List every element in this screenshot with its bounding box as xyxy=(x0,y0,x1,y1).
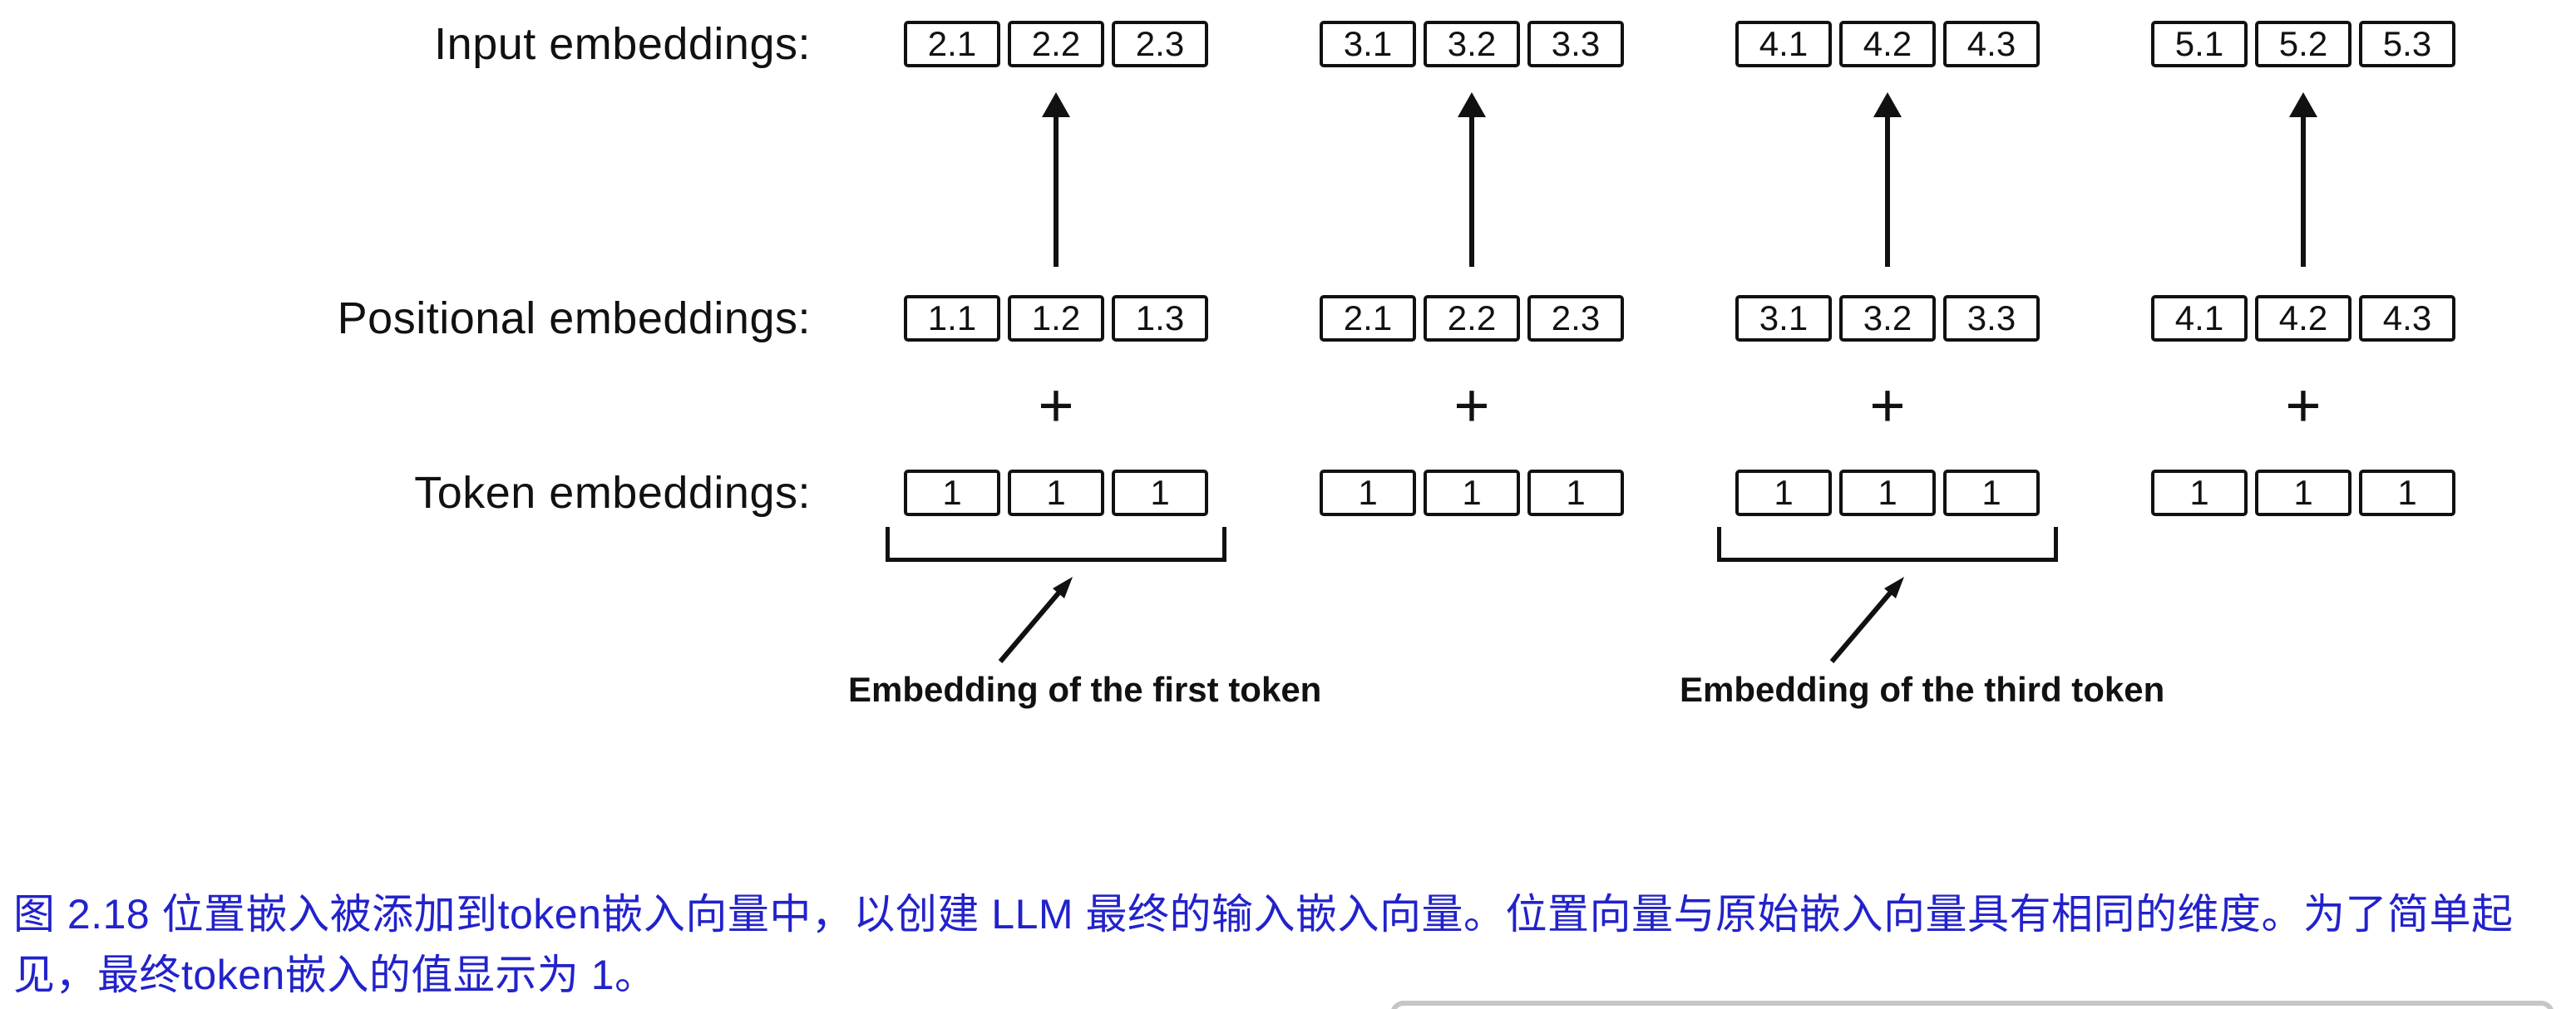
embedding-value-box: 3.1 xyxy=(1735,295,1832,342)
embedding-value-box: 5.1 xyxy=(2151,21,2248,67)
embedding-value-box: 1 xyxy=(1735,470,1832,516)
embedding-value-box: 5.3 xyxy=(2359,21,2455,67)
plus-operator: + xyxy=(1038,371,1074,440)
underbrace xyxy=(1717,527,2058,562)
embedding-value-box: 1 xyxy=(1527,470,1624,516)
annotation-arrows-row xyxy=(0,572,2576,670)
embedding-value-box: 1 xyxy=(1943,470,2040,516)
embedding-value-box: 1.1 xyxy=(904,295,1000,342)
embedding-value-box: 2.2 xyxy=(1008,21,1104,67)
embedding-value-box: 4.2 xyxy=(1839,21,1936,67)
embedding-value-box: 3.3 xyxy=(1943,295,2040,342)
embedding-value-box: 2.3 xyxy=(1112,21,1208,67)
annotation-arrow-icon xyxy=(1829,577,1904,663)
positional-embeddings-label: Positional embeddings: xyxy=(337,293,811,343)
embedding-value-box: 1 xyxy=(1112,470,1208,516)
plus-operators-row: + + + + xyxy=(0,344,2576,467)
embedding-value-box: 5.2 xyxy=(2255,21,2351,67)
input-embeddings-label: Input embeddings: xyxy=(434,19,811,69)
embedding-value-box: 1.3 xyxy=(1112,295,1208,342)
annotation-arrow-icon xyxy=(998,577,1073,663)
embedding-value-box: 1 xyxy=(1008,470,1104,516)
plus-operator: + xyxy=(2285,371,2322,440)
embedding-value-box: 1 xyxy=(2151,470,2248,516)
plus-operator: + xyxy=(1453,371,1490,440)
embedding-value-box: 3.2 xyxy=(1424,21,1520,67)
embedding-value-box: 1 xyxy=(1424,470,1520,516)
up-arrow-icon xyxy=(1054,116,1059,267)
figure-caption: 图 2.18 位置嵌入被添加到token嵌入向量中，以创建 LLM 最终的输入嵌… xyxy=(13,891,2514,998)
embedding-value-box: 4.1 xyxy=(2151,295,2248,342)
embedding-value-box: 2.1 xyxy=(904,21,1000,67)
embedding-value-box: 1 xyxy=(904,470,1000,516)
embedding-value-box: 2.1 xyxy=(1320,295,1416,342)
embedding-value-box: 1 xyxy=(2255,470,2351,516)
annotation-third-token: Embedding of the third token xyxy=(1680,670,2165,709)
annotation-first-token: Embedding of the first token xyxy=(848,670,1322,709)
up-arrow-icon xyxy=(1469,116,1474,267)
up-arrow-icon xyxy=(1885,116,1890,267)
partial-element-below xyxy=(1390,1001,2554,1009)
up-arrow-icon xyxy=(2301,116,2306,267)
underbrace xyxy=(886,527,1226,562)
embedding-value-box: 3.2 xyxy=(1839,295,1936,342)
embedding-value-box: 4.2 xyxy=(2255,295,2351,342)
embedding-value-box: 4.3 xyxy=(1943,21,2040,67)
embedding-value-box: 1 xyxy=(2359,470,2455,516)
embedding-value-box: 2.2 xyxy=(1424,295,1520,342)
embedding-value-box: 4.1 xyxy=(1735,21,1832,67)
embedding-value-box: 1 xyxy=(1839,470,1936,516)
plus-operator: + xyxy=(1869,371,1906,440)
embedding-value-box: 1 xyxy=(1320,470,1416,516)
embedding-value-box: 1.2 xyxy=(1008,295,1104,342)
annotation-labels-row: Embedding of the first token Embedding o… xyxy=(0,670,2576,718)
token-embeddings-label: Token embeddings: xyxy=(414,468,811,518)
sum-arrows-row xyxy=(0,70,2576,293)
embedding-value-box: 3.3 xyxy=(1527,21,1624,67)
embedding-value-box: 3.1 xyxy=(1320,21,1416,67)
brackets-row xyxy=(0,519,2576,572)
embedding-value-box: 4.3 xyxy=(2359,295,2455,342)
embedding-value-box: 2.3 xyxy=(1527,295,1624,342)
